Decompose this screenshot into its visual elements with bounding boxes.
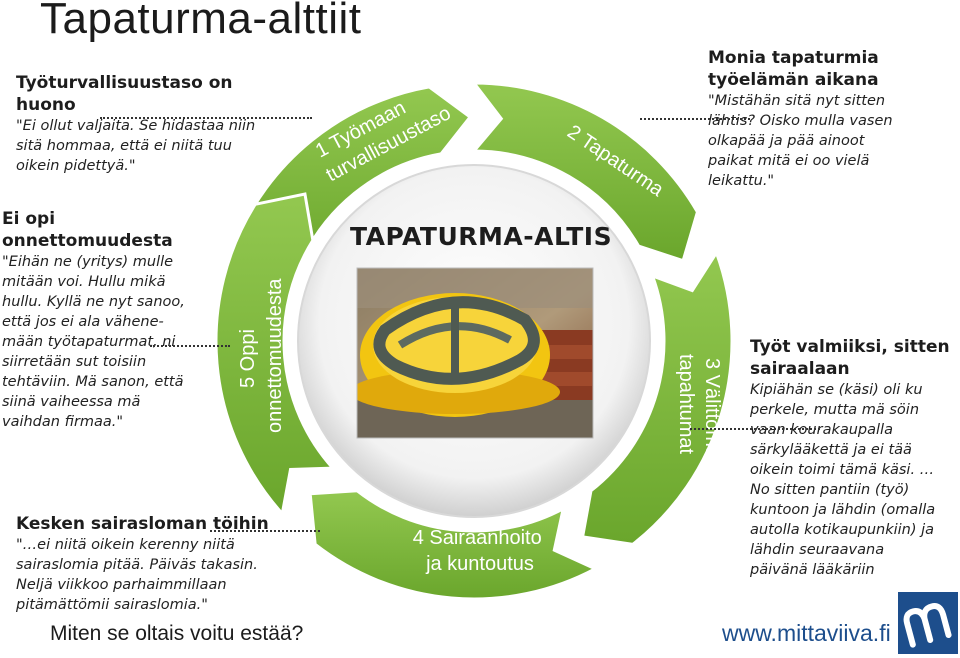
safety-level-heading: Työturvallisuustaso on huono — [16, 73, 233, 115]
page-title: Tapaturma-alttiit — [40, 0, 362, 43]
arrow-stage-2 — [470, 81, 700, 263]
sick-leave-block: Kesken sairasloman töihin "…ei niitä oik… — [16, 513, 296, 615]
dotted-leader — [150, 345, 230, 347]
center-title: TAPATURMA-ALTIS — [350, 222, 613, 251]
many-accidents-quote: "Mistähän sitä nyt sitten lähtis? Oisko … — [708, 93, 893, 189]
dotted-leader — [690, 428, 820, 430]
dotted-leader — [100, 117, 312, 119]
cycle-arrows — [214, 81, 734, 601]
no-learning-quote: "Eihän ne (yritys) mulle mitään voi. Hul… — [2, 254, 185, 430]
dotted-leader — [640, 118, 750, 120]
safety-level-quote: "Ei ollut valjaita. Se hidastaa niin sit… — [16, 118, 256, 174]
many-accidents-block: Monia tapaturmia työelämän aikana "Mistä… — [708, 47, 948, 191]
no-learning-block: Ei opi onnettomuudesta "Eihän ne (yritys… — [2, 208, 212, 432]
dotted-leader — [210, 530, 320, 532]
footer-url[interactable]: www.mittaviiva.fi — [722, 620, 891, 646]
safety-level-block: Työturvallisuustaso on huono "Ei ollut v… — [16, 72, 296, 176]
work-first-block: Työt valmiiksi, sitten sairaalaan Kipiäh… — [750, 336, 955, 580]
stage-5-label: 5 Oppi onnettomuudesta — [237, 278, 286, 433]
arrow-stage-5 — [214, 192, 337, 517]
sick-leave-heading: Kesken sairasloman töihin — [16, 514, 269, 534]
mittaviiva-logo — [898, 592, 958, 654]
m-logo-icon — [903, 603, 952, 648]
no-learning-heading: Ei opi onnettomuudesta — [2, 209, 173, 251]
many-accidents-heading: Monia tapaturmia työelämän aikana — [708, 48, 879, 90]
work-first-quote: Kipiähän se (käsi) oli ku perkele, mutta… — [750, 382, 936, 578]
work-first-heading: Työt valmiiksi, sitten sairaalaan — [750, 337, 950, 379]
sick-leave-quote: "…ei niitä oikein kerenny niitä sairaslo… — [16, 537, 258, 613]
helmet-photo — [357, 268, 593, 438]
arrow-stage-4 — [308, 489, 599, 601]
stage-4-label: 4 Sairaanhoito ja kuntoutus — [413, 527, 548, 575]
prevention-question: Miten se oltais voitu estää? — [50, 622, 304, 645]
arrow-stage-3 — [580, 249, 734, 546]
